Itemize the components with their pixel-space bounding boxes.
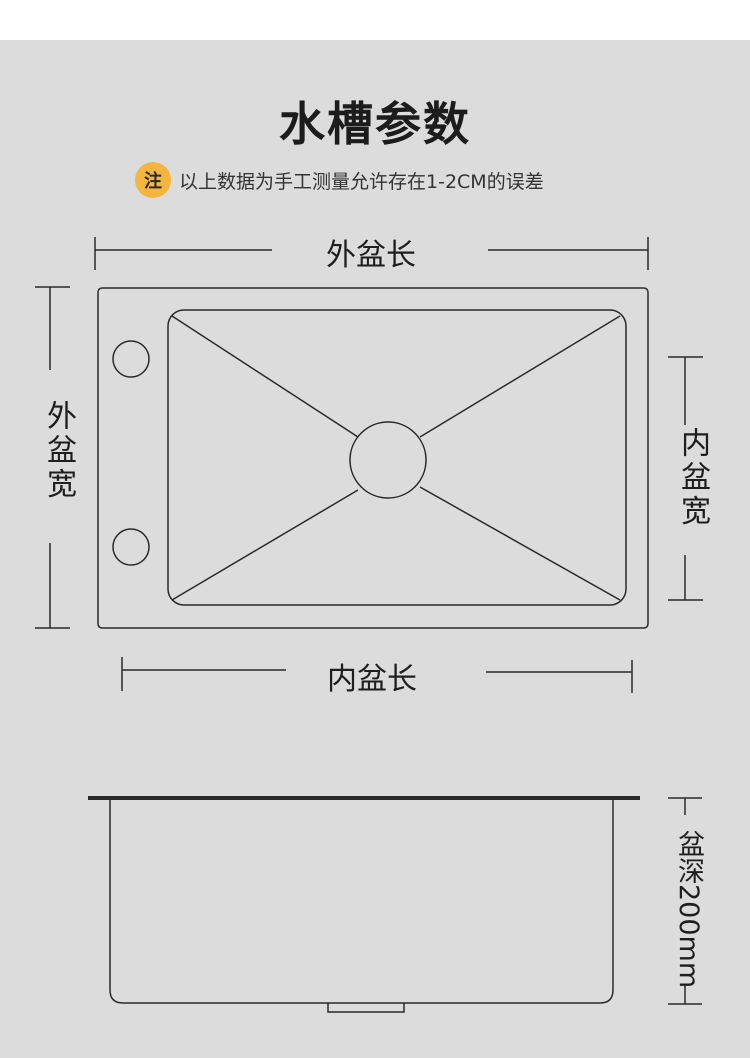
depth-label: 盆深200mm: [673, 830, 704, 989]
outer-width-label: 外盆宽: [41, 400, 76, 502]
faucet-hole-bottom: [112, 528, 150, 566]
sink-side-drain: [327, 1003, 405, 1013]
drain-circle: [349, 421, 427, 499]
outer-length-label: 外盆长: [326, 238, 416, 273]
slope-line: [419, 486, 621, 601]
faucet-hole-top: [112, 340, 150, 378]
note-badge: 注: [135, 162, 171, 198]
slope-line: [171, 489, 359, 601]
diagram-panel: [0, 40, 750, 1058]
note-text: 以上数据为手工测量允许存在1-2CM的误差: [179, 170, 544, 193]
inner-width-label: 内盆宽: [675, 427, 710, 529]
sink-outer-rim: [97, 287, 649, 629]
slope-line: [171, 315, 359, 438]
inner-length-dimension: [121, 657, 633, 693]
sink-side-basin: [109, 800, 614, 1004]
outer-width-dimension: [35, 286, 70, 629]
inner-width-dimension: [668, 356, 703, 601]
page-title: 水槽参数: [279, 97, 471, 151]
depth-dimension: [668, 797, 702, 1005]
outer-length-dimension: [94, 237, 649, 270]
inner-length-label: 内盆长: [327, 662, 417, 697]
sink-inner-basin: [167, 309, 627, 606]
measurement-note: 注 以上数据为手工测量允许存在1-2CM的误差: [135, 162, 544, 198]
slope-line: [419, 315, 621, 438]
